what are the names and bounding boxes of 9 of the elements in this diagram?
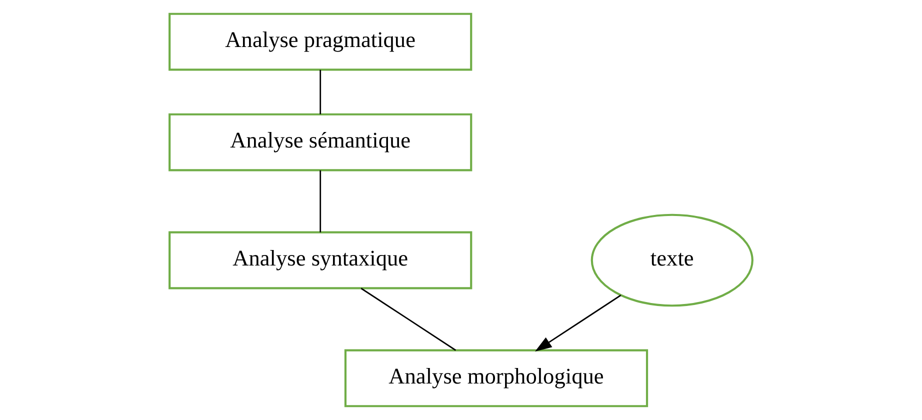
connector — [360, 288, 456, 351]
connector — [320, 70, 322, 114]
arrow — [535, 294, 622, 352]
node-box: Analyse pragmatique — [168, 12, 472, 71]
node-ellipse: texte — [590, 214, 754, 307]
connector — [320, 170, 322, 232]
node-box: Analyse syntaxique — [168, 231, 472, 290]
node-box: Analyse morphologique — [344, 349, 648, 408]
node-box: Analyse sémantique — [168, 113, 472, 172]
